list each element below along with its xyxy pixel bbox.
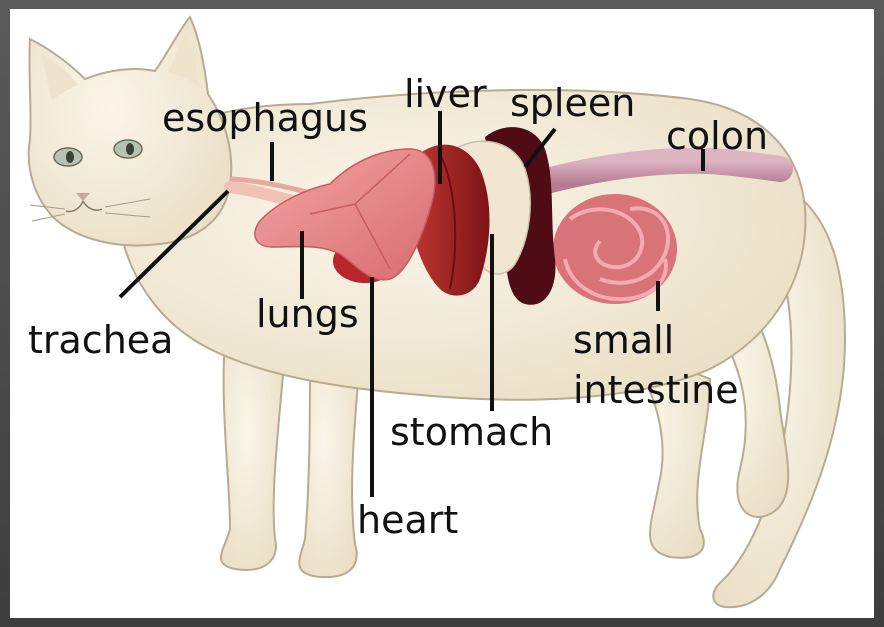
label-small-intestine-line1: small: [573, 321, 674, 359]
label-trachea: trachea: [28, 321, 173, 359]
label-heart: heart: [357, 501, 458, 539]
label-esophagus: esophagus: [162, 99, 368, 137]
label-spleen: spleen: [510, 84, 635, 122]
label-liver: liver: [404, 75, 487, 113]
label-colon: colon: [666, 117, 768, 155]
label-stomach: stomach: [390, 413, 553, 451]
label-small-intestine-line2: intestine: [573, 371, 739, 409]
diagram-panel: esophagus liver spleen colon trachea lun…: [10, 9, 874, 618]
label-lungs: lungs: [256, 295, 359, 333]
